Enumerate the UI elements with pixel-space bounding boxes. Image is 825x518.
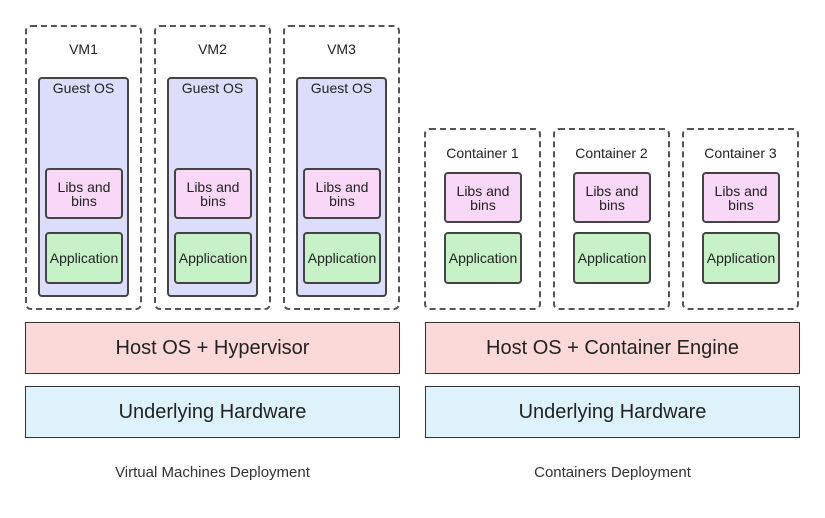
application-vm-1: Application: [45, 232, 123, 284]
application-container-2: Application: [573, 232, 651, 284]
container-box-3: [682, 128, 799, 310]
underlying-hardware-container: Underlying Hardware: [425, 386, 800, 438]
vm-title-3: VM3: [327, 41, 356, 57]
libs-bins-vm-1: Libs and bins: [45, 168, 123, 219]
libs-bins-vm-2: Libs and bins: [174, 168, 252, 219]
application-vm-3: Application: [303, 232, 381, 284]
vm-title-2: VM2: [198, 41, 227, 57]
vm-deployment-caption: Virtual Machines Deployment: [115, 464, 310, 481]
libs-bins-container-1: Libs and bins: [444, 172, 522, 223]
container-title-2: Container 2: [575, 145, 648, 161]
libs-bins-container-2: Libs and bins: [573, 172, 651, 223]
underlying-hardware-vm: Underlying Hardware: [25, 386, 400, 438]
guest-os-label-1: Guest OS: [52, 80, 115, 96]
host-os-hypervisor: Host OS + Hypervisor: [25, 322, 400, 374]
container-box-2: [553, 128, 670, 310]
libs-bins-container-3: Libs and bins: [702, 172, 780, 223]
application-vm-2: Application: [174, 232, 252, 284]
container-title-3: Container 3: [704, 145, 777, 161]
container-title-1: Container 1: [446, 145, 519, 161]
vm-box-2: [154, 25, 271, 310]
vm-box-1: [25, 25, 142, 310]
containers-deployment-caption: Containers Deployment: [534, 464, 691, 481]
vm-title-1: VM1: [69, 41, 98, 57]
guest-os-label-3: Guest OS: [310, 80, 373, 96]
application-container-1: Application: [444, 232, 522, 284]
container-box-1: [424, 128, 541, 310]
host-os-container-engine: Host OS + Container Engine: [425, 322, 800, 374]
guest-os-label-2: Guest OS: [181, 80, 244, 96]
vm-box-3: [283, 25, 400, 310]
libs-bins-vm-3: Libs and bins: [303, 168, 381, 219]
application-container-3: Application: [702, 232, 780, 284]
